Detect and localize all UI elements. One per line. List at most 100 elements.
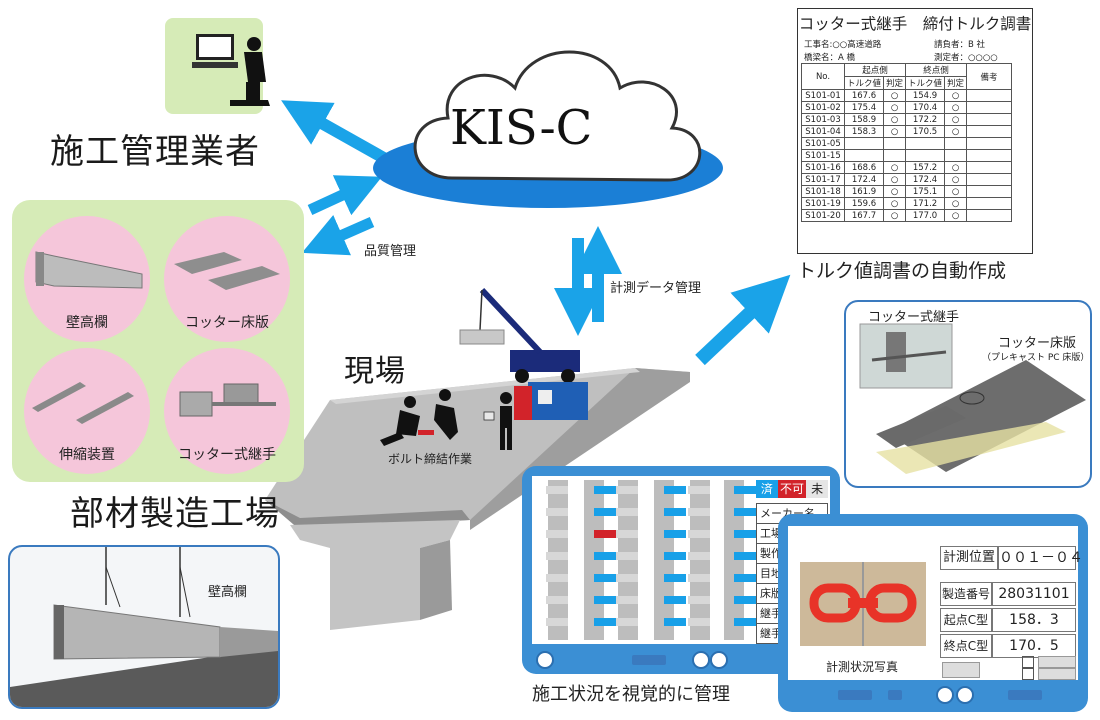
- tablet-button[interactable]: [710, 651, 728, 669]
- grid-cell-done[interactable]: [594, 574, 616, 582]
- measurement-label: 計測データ管理: [610, 281, 702, 296]
- grid-cell-ng[interactable]: [594, 530, 616, 538]
- grid-cell-done[interactable]: [664, 530, 686, 538]
- report-cell-jb: ○: [944, 209, 968, 222]
- col-note: 備考: [966, 63, 1013, 90]
- grid-cell-done[interactable]: [734, 574, 756, 582]
- grid-cell-pending[interactable]: [688, 486, 710, 494]
- grid-cell-done[interactable]: [664, 618, 686, 626]
- computer-user: [192, 34, 270, 106]
- factory-item-label: コッター式継手: [178, 447, 276, 463]
- grid-cell-pending[interactable]: [688, 530, 710, 538]
- grid-cell-pending[interactable]: [616, 596, 638, 604]
- grid-cell-done[interactable]: [594, 596, 616, 604]
- grid-cell-done[interactable]: [594, 552, 616, 560]
- grid-cell-done[interactable]: [664, 596, 686, 604]
- col-judge: 判定: [944, 76, 968, 90]
- grid-cell-pending[interactable]: [688, 596, 710, 604]
- tablet-bar-button[interactable]: [1008, 690, 1042, 700]
- grid-cell-done[interactable]: [734, 486, 756, 494]
- report-cell-b: 177.0: [905, 209, 946, 222]
- tablet-bar-button[interactable]: [632, 655, 666, 665]
- report-cell-a: 167.6: [843, 89, 885, 102]
- grid-cell-done[interactable]: [734, 596, 756, 604]
- grid-cell-pending[interactable]: [688, 508, 710, 516]
- grid-cell-pending[interactable]: [616, 486, 638, 494]
- grid-cell-done[interactable]: [664, 486, 686, 494]
- report-cell-ja: ○: [883, 125, 907, 138]
- grid-cell-done[interactable]: [734, 508, 756, 516]
- grid-cell-done[interactable]: [664, 552, 686, 560]
- checkbox[interactable]: [1022, 656, 1034, 668]
- factory-item-parapet: 壁高欄: [24, 216, 150, 342]
- grid-cell-pending[interactable]: [546, 618, 568, 626]
- grid-cell-pending[interactable]: [546, 530, 568, 538]
- report-cell-note: [966, 137, 1013, 150]
- measurement-photo: [800, 562, 926, 646]
- report-cell-no: S101-19: [801, 197, 845, 210]
- report-cell-no: S101-18: [801, 185, 845, 198]
- report-cell-note: [966, 113, 1013, 126]
- tablet-bar-button[interactable]: [888, 690, 902, 700]
- report-cell-b: 157.2: [905, 161, 946, 174]
- photo-label: 計測状況写真: [826, 660, 899, 674]
- contractor-label: 施工管理業者: [50, 132, 260, 172]
- report-caption: トルク値調書の自動作成: [797, 260, 1007, 282]
- report-cell-b: [905, 149, 946, 162]
- grid-cell-done[interactable]: [734, 530, 756, 538]
- grid-cell-pending[interactable]: [616, 530, 638, 538]
- report-cell-note: [966, 89, 1013, 102]
- legend-ng: 不可: [777, 480, 807, 498]
- tablet-button[interactable]: [536, 651, 554, 669]
- grid-cell-done[interactable]: [664, 574, 686, 582]
- tablet-button[interactable]: [936, 686, 954, 704]
- factory-item-expansion: 伸縮装置: [24, 348, 150, 474]
- arrow-to-report: [695, 274, 791, 366]
- site-label: 現場: [344, 354, 406, 389]
- checkbox[interactable]: [1022, 668, 1034, 680]
- serial-value: 28031101: [992, 582, 1076, 606]
- tablet-bar-button[interactable]: [838, 690, 872, 700]
- grid-cell-done[interactable]: [594, 618, 616, 626]
- report-cell-jb: ○: [944, 89, 968, 102]
- grid-cell-pending[interactable]: [616, 574, 638, 582]
- grid-cell-done[interactable]: [734, 552, 756, 560]
- report-cell-no: S101-20: [801, 209, 845, 222]
- grid-cell-pending[interactable]: [688, 574, 710, 582]
- grid-cell-done[interactable]: [594, 508, 616, 516]
- grid-cell-pending[interactable]: [688, 552, 710, 560]
- grid-cell-pending[interactable]: [546, 552, 568, 560]
- screen-button[interactable]: [1038, 668, 1076, 680]
- grid-cell-pending[interactable]: [546, 508, 568, 516]
- end-label: 終点C型: [940, 634, 992, 658]
- grid-cell-pending[interactable]: [616, 552, 638, 560]
- grid-cell-pending[interactable]: [546, 574, 568, 582]
- tablet-button[interactable]: [956, 686, 974, 704]
- col-end: 終点側: [905, 63, 968, 77]
- factory-item-slab: コッター床版: [164, 216, 290, 342]
- report-row: S101-15: [801, 149, 1013, 162]
- grid-column: [584, 480, 604, 640]
- tablet-button[interactable]: [692, 651, 710, 669]
- grid-cell-pending[interactable]: [546, 596, 568, 604]
- grid-cell-pending[interactable]: [616, 508, 638, 516]
- arrow-factory-to-cloud: [307, 175, 382, 216]
- col-judge: 判定: [883, 76, 907, 90]
- grid-cell-pending[interactable]: [616, 618, 638, 626]
- grid-cell-done[interactable]: [734, 618, 756, 626]
- grid-cell-pending[interactable]: [546, 486, 568, 494]
- grid-cell-done[interactable]: [594, 486, 616, 494]
- report-cell-ja: [883, 137, 907, 150]
- workers: [380, 389, 512, 450]
- screen-button[interactable]: [942, 662, 980, 678]
- grid-cell-pending[interactable]: [688, 618, 710, 626]
- screen-button[interactable]: [1038, 656, 1076, 668]
- report-cell-ja: ○: [883, 161, 907, 174]
- grid-cell-done[interactable]: [664, 508, 686, 516]
- report-cell-b: 172.2: [905, 113, 946, 126]
